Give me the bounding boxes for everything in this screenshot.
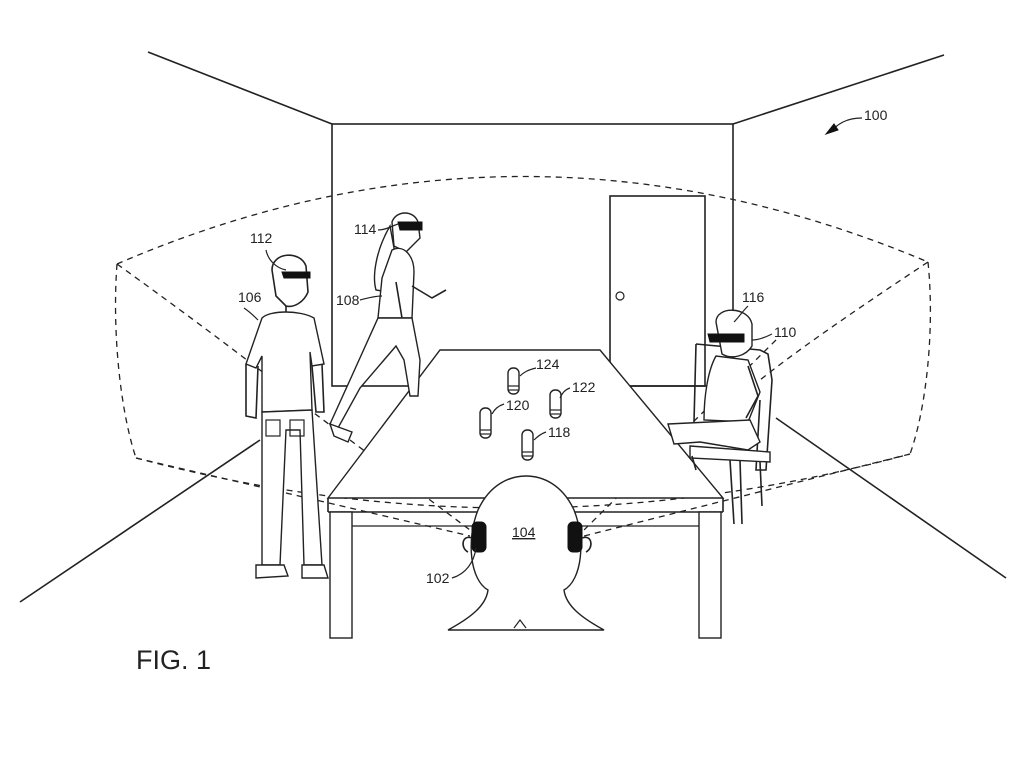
label-114: 114 <box>354 221 377 237</box>
label-116: 116 <box>742 289 765 305</box>
label-118: 118 <box>548 424 571 440</box>
door <box>609 195 706 387</box>
reference-labels: 100 112 106 114 108 116 110 124 122 120 … <box>238 107 888 586</box>
listener-head <box>447 475 605 631</box>
object-122 <box>549 389 562 419</box>
person-walking <box>328 212 447 443</box>
label-108: 108 <box>336 292 360 308</box>
person-seated <box>667 309 773 525</box>
label-112: 112 <box>250 230 273 246</box>
object-118 <box>521 429 534 461</box>
object-124 <box>507 367 520 395</box>
label-102: 102 <box>426 570 450 586</box>
label-124: 124 <box>536 356 560 372</box>
object-120 <box>479 407 492 439</box>
person-standing-left <box>245 254 329 579</box>
virtual-objects <box>479 367 562 461</box>
figure-title: FIG. 1 <box>136 645 212 675</box>
label-110: 110 <box>774 324 797 340</box>
label-100: 100 <box>864 107 888 123</box>
label-120: 120 <box>506 397 530 413</box>
table <box>326 349 725 639</box>
leader-lines <box>243 117 863 579</box>
label-122: 122 <box>572 379 596 395</box>
label-106: 106 <box>238 289 262 305</box>
label-104: 104 <box>512 524 536 540</box>
